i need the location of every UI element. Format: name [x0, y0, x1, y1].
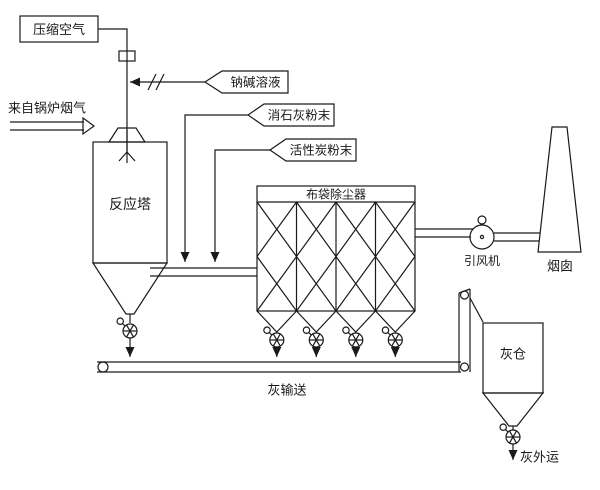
labels-layer: 压缩空气 钠碱溶液 来自锅炉烟气 消石灰粉末 活性炭粉末 反应塔 布袋除尘器 引…: [8, 22, 573, 465]
pipe-flange-icon: [118, 50, 136, 62]
elevator-chute: [469, 297, 484, 323]
fan-hub-icon: [479, 234, 485, 240]
arrows-layer: [82, 116, 518, 460]
soda-solution-label: 钠碱溶液: [230, 75, 281, 90]
spray-nozzle-icon: [118, 151, 136, 163]
compressed-air-pipe: [98, 28, 128, 152]
bag-lattice: [256, 200, 416, 258]
activated-carbon-flag: [268, 138, 357, 162]
tower-rotary-valve-icon: [116, 317, 138, 339]
hopper-rotary-valve-icon: [263, 326, 285, 348]
ash-silo-label: 灰仓: [500, 347, 526, 362]
compressed-air-label: 压缩空气: [33, 22, 85, 37]
conveyor-pulley-icon: [97, 361, 109, 373]
bag-filter-hoppers: [256, 310, 416, 333]
ash-transport-out-label: 灰外运: [520, 450, 559, 465]
induced-draft-fan-icon: [469, 224, 495, 250]
ash-silo-cone: [481, 392, 545, 427]
compressed-air-box: [19, 15, 99, 43]
soda-line-valve-slash-icon: [155, 73, 165, 91]
reaction-tower-lid: [107, 127, 147, 143]
boiler-flue-gas-label: 来自锅炉烟气: [8, 101, 86, 116]
flue-gas-arrowhead: [82, 116, 96, 136]
silo-rotary-valve-icon: [499, 423, 521, 445]
slaked-lime-flag: [246, 103, 335, 127]
equipment-layer: [19, 15, 582, 430]
hopper-rotary-valve-icon: [381, 326, 403, 348]
reaction-tower-label: 反应塔: [109, 196, 151, 212]
reaction-tower-cone: [91, 262, 169, 315]
bag-filter-label: 布袋除尘器: [306, 187, 366, 202]
activated-carbon-label: 活性炭粉末: [290, 143, 353, 158]
slaked-lime-label: 消石灰粉末: [268, 108, 331, 123]
soda-solution-flag: [203, 70, 289, 94]
ash-conveyor-label: 灰输送: [267, 383, 306, 398]
hopper-rotary-valve-icon: [302, 326, 324, 348]
carbon-injection-line: [210, 149, 270, 262]
reagent-callouts: [180, 70, 357, 262]
chimney-label: 烟囱: [547, 259, 573, 274]
lime-injection-line: [180, 114, 248, 262]
elevator-pulley-icon: [459, 290, 470, 300]
soda-line-valve-slash-icon: [147, 73, 157, 91]
chimney-shape: [537, 126, 582, 253]
piping-layer: [10, 28, 540, 373]
elevator-boot-pulley-icon: [459, 362, 470, 372]
bag-lattice: [256, 255, 416, 313]
fan-motor-icon: [477, 215, 487, 225]
hopper-rotary-valve-icon: [342, 326, 364, 348]
induced-draft-fan-label: 引风机: [464, 254, 500, 268]
